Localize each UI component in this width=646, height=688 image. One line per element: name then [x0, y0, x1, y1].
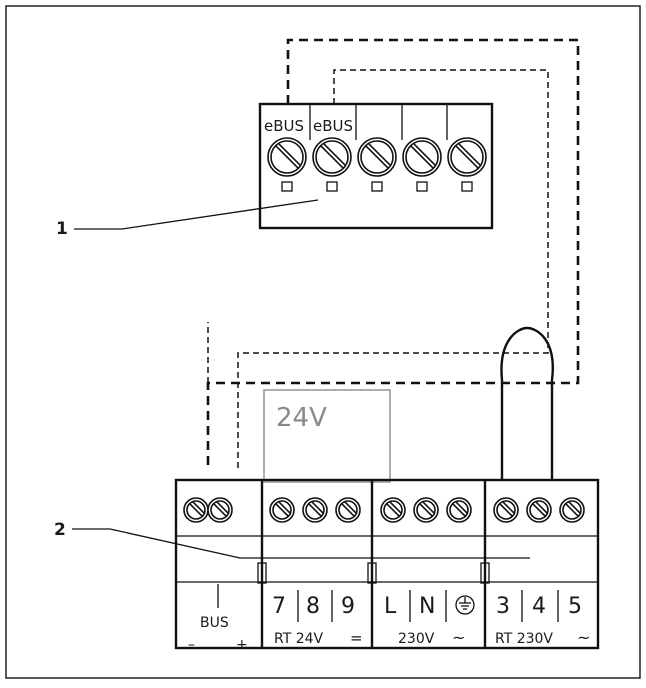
- rt230v-label: RT 230V: [495, 631, 553, 647]
- terminal-5: 5: [568, 594, 582, 619]
- terminal-n: N: [419, 594, 435, 619]
- terminal-strip: BUS – + 7 8 9 RT 24V = L N: [174, 478, 600, 653]
- ebus-connector-body: [258, 102, 494, 230]
- ebus-screws: [267, 137, 487, 192]
- strip-screw-1-1: [302, 497, 328, 523]
- ebus-screw-1: [267, 137, 307, 192]
- strip-screw-2-2: [446, 497, 472, 523]
- v230-label: 230V: [398, 631, 435, 647]
- callout-1-leader: [74, 199, 319, 230]
- strip-screws: [183, 497, 585, 523]
- terminals-rt230v: 3 4 5 RT 230V ~: [495, 590, 590, 647]
- strip-screw-3-1: [526, 497, 552, 523]
- callout-1: 1: [56, 219, 68, 239]
- ebus-screw-4: [402, 137, 442, 192]
- terminal-3: 3: [496, 594, 510, 619]
- earth-ground-icon: [455, 595, 475, 615]
- diagram-frame: [5, 5, 641, 679]
- strip-screw-1-0: [269, 497, 295, 523]
- ebus-connector: eBUS eBUS: [258, 102, 494, 230]
- terminal-4: 4: [532, 594, 546, 619]
- callout-2: 2: [54, 520, 66, 540]
- ebus-label-2: eBUS: [313, 117, 353, 135]
- terminals-rt24v: 7 8 9 RT 24V =: [272, 590, 363, 647]
- rt230v-symbol: ~: [577, 628, 590, 647]
- ebus-label-1: eBUS: [264, 117, 304, 135]
- rt24v-label: RT 24V: [274, 631, 324, 647]
- ebus-cable-outer: [206, 38, 580, 470]
- terminals-230v: L N 230V ~: [384, 590, 475, 647]
- terminal-8: 8: [306, 594, 320, 619]
- ebus-screw-2: [312, 137, 352, 192]
- ebus-cable-inner: [237, 69, 549, 470]
- terminal-l: L: [384, 594, 397, 619]
- strip-screw-3-2: [559, 497, 585, 523]
- bus-label: BUS: [200, 615, 229, 631]
- strip-screw-0-1: [207, 497, 233, 523]
- v230-symbol: ~: [452, 628, 465, 647]
- strip-screw-0-0: [183, 497, 209, 523]
- terminal-strip-body: [174, 478, 600, 650]
- bus-plus: +: [236, 637, 248, 653]
- voltage-module-label: 24V: [276, 403, 327, 433]
- rt24v-symbol: =: [350, 629, 363, 647]
- terminal-9: 9: [341, 594, 355, 619]
- ebus-screw-3: [357, 137, 397, 192]
- ebus-screw-5: [447, 137, 487, 192]
- strip-screw-2-1: [413, 497, 439, 523]
- bus-minus: –: [188, 637, 195, 653]
- jumper-loop: [500, 326, 554, 480]
- strip-screw-2-0: [380, 497, 406, 523]
- callout-2-leader: [72, 528, 530, 559]
- strip-screw-1-2: [335, 497, 361, 523]
- strip-screw-3-0: [493, 497, 519, 523]
- terminal-7: 7: [272, 594, 286, 619]
- voltage-module-body: [263, 389, 391, 483]
- voltage-module: 24V: [263, 389, 391, 483]
